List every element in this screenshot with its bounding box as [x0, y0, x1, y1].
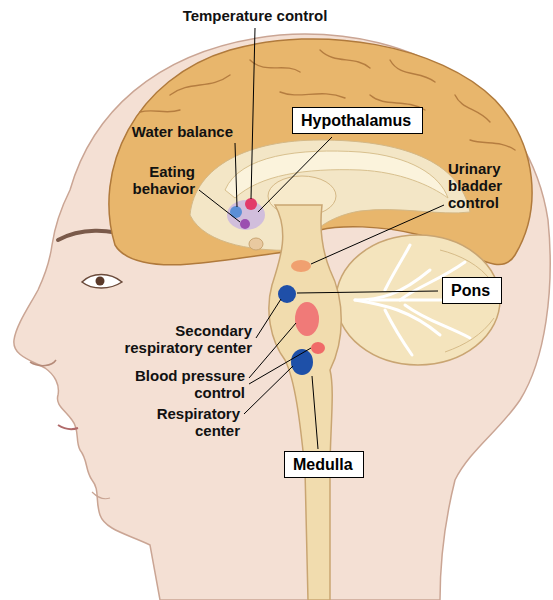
lips — [58, 425, 78, 429]
function-label: Blood pressure control — [85, 367, 245, 401]
nostril — [30, 360, 56, 366]
leader-line — [256, 299, 281, 338]
blood-pressure-center — [295, 302, 319, 336]
function-label: Respiratory center — [130, 405, 240, 439]
leader-line — [312, 376, 318, 449]
function-label: Water balance — [92, 123, 233, 140]
pituitary — [249, 238, 263, 250]
leader-line — [258, 137, 332, 212]
function-label: Temperature control — [160, 7, 350, 24]
region-name: Hypothalamus — [301, 111, 411, 130]
function-label: Secondary respiratory center — [100, 322, 252, 356]
leader-line — [235, 143, 237, 207]
eye — [82, 275, 122, 289]
bladder-center — [291, 260, 311, 272]
region-box: Pons — [442, 277, 502, 304]
region-name: Medulla — [293, 455, 353, 474]
medial-surface — [190, 140, 470, 250]
region-box: Hypothalamus — [292, 107, 423, 134]
corpus-callosum — [225, 151, 448, 198]
eating-nucleus — [240, 219, 250, 229]
function-label: Urinary bladder control — [448, 160, 530, 211]
region-name: Pons — [451, 281, 490, 300]
chin-line — [92, 492, 110, 499]
head-silhouette — [14, 34, 550, 600]
eye-iris — [96, 277, 105, 286]
temperature-nucleus — [245, 198, 257, 210]
blood-pressure-center — [311, 342, 325, 354]
region-box: Medulla — [284, 451, 364, 478]
leader-line — [311, 205, 444, 264]
leader-line — [251, 28, 255, 199]
leader-line — [199, 190, 240, 222]
brainstem — [269, 205, 341, 600]
leader-line — [244, 366, 293, 414]
function-label: Eating behavior — [95, 163, 195, 197]
leader-line — [297, 291, 438, 293]
